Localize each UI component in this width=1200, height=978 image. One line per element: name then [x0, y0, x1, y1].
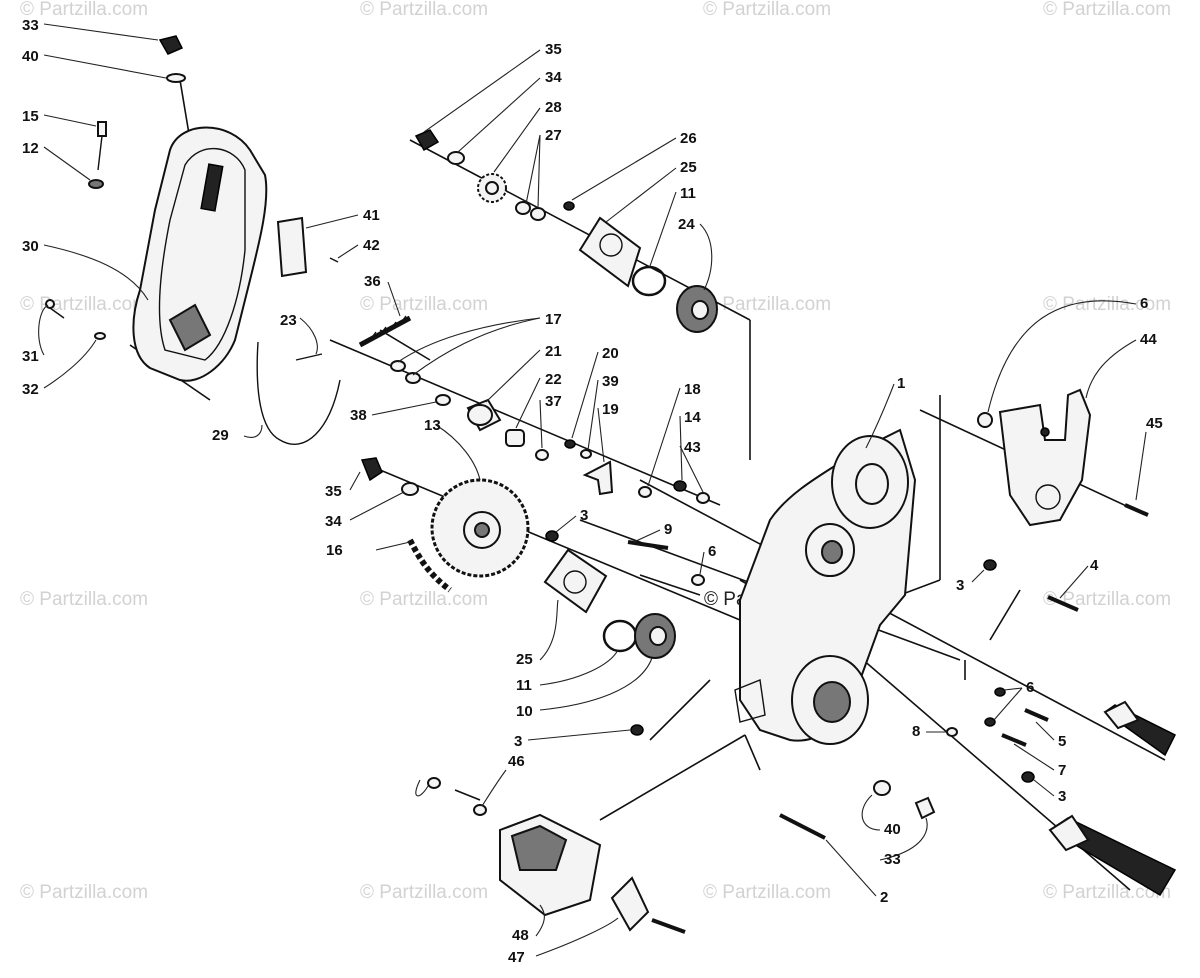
watermark: © Partzilla.com	[703, 0, 831, 20]
callout-34: 34	[325, 513, 342, 530]
callout-11: 11	[516, 677, 532, 694]
callout-3: 3	[514, 733, 522, 750]
callout-20: 20	[602, 345, 619, 362]
callout-3: 3	[580, 507, 588, 524]
callout-40: 40	[22, 48, 39, 65]
watermark: © Partzilla.com	[703, 882, 831, 903]
output-shafts	[1048, 700, 1177, 897]
callout-17: 17	[545, 311, 562, 328]
callout-34: 34	[545, 69, 562, 86]
callout-24: 24	[678, 216, 695, 233]
tensioner-parts	[390, 360, 710, 504]
watermark: © Partzilla.com	[20, 589, 148, 610]
mounting-bracket	[977, 388, 1149, 527]
callout-21: 21	[545, 343, 562, 360]
callout-19: 19	[602, 401, 619, 418]
callout-12: 12	[22, 140, 39, 157]
callout-8: 8	[912, 723, 920, 740]
callout-25: 25	[516, 651, 533, 668]
callout-6: 6	[1140, 295, 1148, 312]
callout-27: 27	[545, 127, 562, 144]
callout-40: 40	[884, 821, 901, 838]
callout-11: 11	[680, 185, 696, 202]
upper-sprocket-stack	[414, 129, 546, 221]
callout-7: 7	[1058, 762, 1066, 779]
watermark: © Partzilla.com	[20, 294, 148, 315]
callout-33: 33	[884, 851, 901, 868]
callout-33: 33	[22, 17, 39, 34]
leader-lines	[38, 23, 1147, 957]
watermark: © Partzilla.com	[703, 294, 831, 315]
callout-41: 41	[363, 207, 380, 224]
callout-5: 5	[1058, 733, 1066, 750]
callout-4: 4	[1090, 557, 1099, 574]
chain-case-cover	[132, 126, 268, 382]
callout-3: 3	[1058, 788, 1066, 805]
callout-46: 46	[508, 753, 525, 770]
callout-28: 28	[545, 99, 562, 116]
chain-case-housing	[734, 428, 917, 745]
callout-6: 6	[708, 543, 716, 560]
callout-1: 1	[897, 375, 905, 392]
callout-39: 39	[602, 373, 619, 390]
plate	[276, 216, 339, 278]
watermark: © Partzilla.com	[20, 0, 148, 20]
callout-45: 45	[1146, 415, 1163, 432]
lower-fasteners	[427, 724, 644, 816]
callout-37: 37	[545, 393, 562, 410]
callout-35: 35	[545, 41, 562, 58]
callout-15: 15	[22, 108, 39, 125]
watermark: © Partzilla.com	[360, 882, 488, 903]
callout-9: 9	[664, 521, 672, 538]
watermark: © Partzilla.com	[360, 589, 488, 610]
callout-22: 22	[545, 371, 562, 388]
upper-bearing-set	[563, 201, 718, 333]
callout-32: 32	[22, 381, 39, 398]
cover-fasteners	[45, 35, 186, 340]
right-fasteners	[873, 559, 1079, 820]
callout-42: 42	[363, 237, 380, 254]
callout-35: 35	[325, 483, 342, 500]
callout-23: 23	[280, 312, 297, 329]
watermark: © Partzilla.com	[1043, 0, 1171, 20]
watermark: © Partzilla.com	[360, 294, 488, 315]
lower-bearing-set	[543, 530, 705, 659]
callout-31: 31	[22, 348, 39, 365]
watermark: © Partzilla.com	[1043, 882, 1171, 903]
callout-29: 29	[212, 427, 229, 444]
watermark: © Partzilla.com	[20, 882, 148, 903]
callout-25: 25	[680, 159, 697, 176]
callout-18: 18	[684, 381, 701, 398]
callout-6: 6	[1026, 679, 1034, 696]
brake-actuator	[499, 813, 686, 934]
callout-36: 36	[364, 273, 381, 290]
watermark: © Partzilla.com	[1043, 589, 1171, 610]
callout-26: 26	[680, 130, 697, 147]
long-bolt	[779, 813, 826, 840]
watermark: © Partzilla.com	[360, 0, 488, 20]
callout-44: 44	[1140, 331, 1157, 348]
callout-38: 38	[350, 407, 367, 424]
callout-43: 43	[684, 439, 701, 456]
adjuster-bolt	[358, 315, 412, 348]
callout-47: 47	[508, 949, 525, 966]
callout-2: 2	[880, 889, 888, 906]
callout-16: 16	[326, 542, 343, 559]
callout-13: 13	[424, 417, 441, 434]
callout-3: 3	[956, 577, 964, 594]
callout-10: 10	[516, 703, 533, 720]
callout-48: 48	[512, 927, 529, 944]
callout-30: 30	[22, 238, 39, 255]
callout-14: 14	[684, 409, 701, 426]
watermark-layer: © Partzilla.com © Partzilla.com © Partzi…	[20, 0, 1171, 903]
pin	[295, 353, 323, 361]
callout-labels: 33 40 15 12 30 31 32 41 42 23 29 36 17 3…	[22, 17, 1163, 966]
lower-sprocket-set	[360, 457, 530, 593]
watermark: © Partzilla.com	[1043, 294, 1171, 315]
cable	[256, 341, 341, 446]
